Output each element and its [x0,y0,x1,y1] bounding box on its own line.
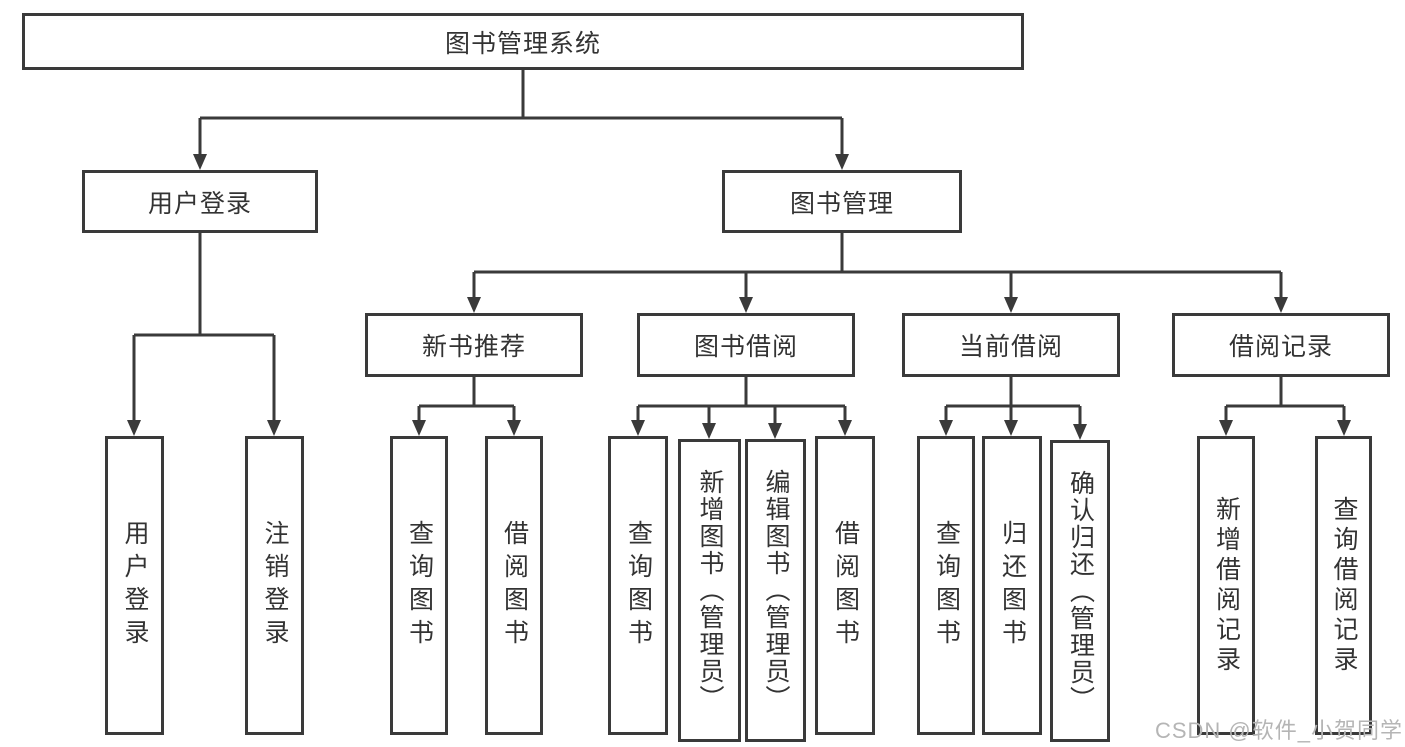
node-new-book-recommend: 新书推荐 [365,313,583,377]
node-label: 查询图书 [932,519,961,652]
node-label: 新书推荐 [421,333,526,361]
node-label: 查询图书 [405,519,434,652]
node-label: 图书管理系统 [444,29,601,58]
node-label: 借阅记录 [1228,333,1333,361]
node-label: 归还图书 [998,519,1027,652]
leaf-return-book: 归还图书 [982,436,1042,735]
leaf-logout: 注销登录 [245,436,304,735]
arrowheads [127,154,1351,440]
leaf-borrow-book: 借阅图书 [815,436,875,735]
node-label: 注销登录 [261,519,289,652]
leaf-user-login: 用户登录 [105,436,164,735]
leaf-add-borrow-record: 新增借阅记录 [1197,436,1255,735]
leaf-edit-book-admin: 编辑图书（管理员） [745,439,806,742]
node-library-system: 图书管理系统 [22,13,1024,70]
node-user-login: 用户登录 [82,170,318,233]
node-borrow-records: 借阅记录 [1172,313,1390,377]
node-label: 新增图书（管理员） [696,469,724,712]
node-label: 确认归还（管理员） [1066,469,1095,713]
node-label: 编辑图书（管理员） [762,469,790,712]
csdn-watermark: CSDN @软件_小贺同学 [1154,718,1403,743]
node-label: 新增借阅记录 [1212,495,1241,676]
leaf-query-borrow-record: 查询借阅记录 [1315,436,1372,735]
node-label: 图书借阅 [693,333,798,361]
leaf-query-book: 查询图书 [390,436,448,735]
node-label: 用户登录 [147,189,252,218]
node-book-management: 图书管理 [722,170,962,233]
node-current-borrowing: 当前借阅 [902,313,1120,377]
node-label: 图书管理 [789,189,894,218]
tree-edges [132,70,1346,426]
node-book-borrowing: 图书借阅 [637,313,855,377]
leaf-query-book: 查询图书 [608,436,668,735]
node-label: 查询图书 [624,519,653,652]
node-label: 借阅图书 [831,519,860,652]
node-label: 用户登录 [121,519,149,652]
leaf-confirm-return-admin: 确认归还（管理员） [1050,440,1110,742]
node-label: 借阅图书 [500,519,529,652]
leaf-query-book: 查询图书 [917,436,975,735]
node-label: 查询借阅记录 [1330,495,1358,676]
node-label: 当前借阅 [958,333,1063,361]
leaf-add-book-admin: 新增图书（管理员） [678,439,741,742]
leaf-borrow-book: 借阅图书 [485,436,543,735]
